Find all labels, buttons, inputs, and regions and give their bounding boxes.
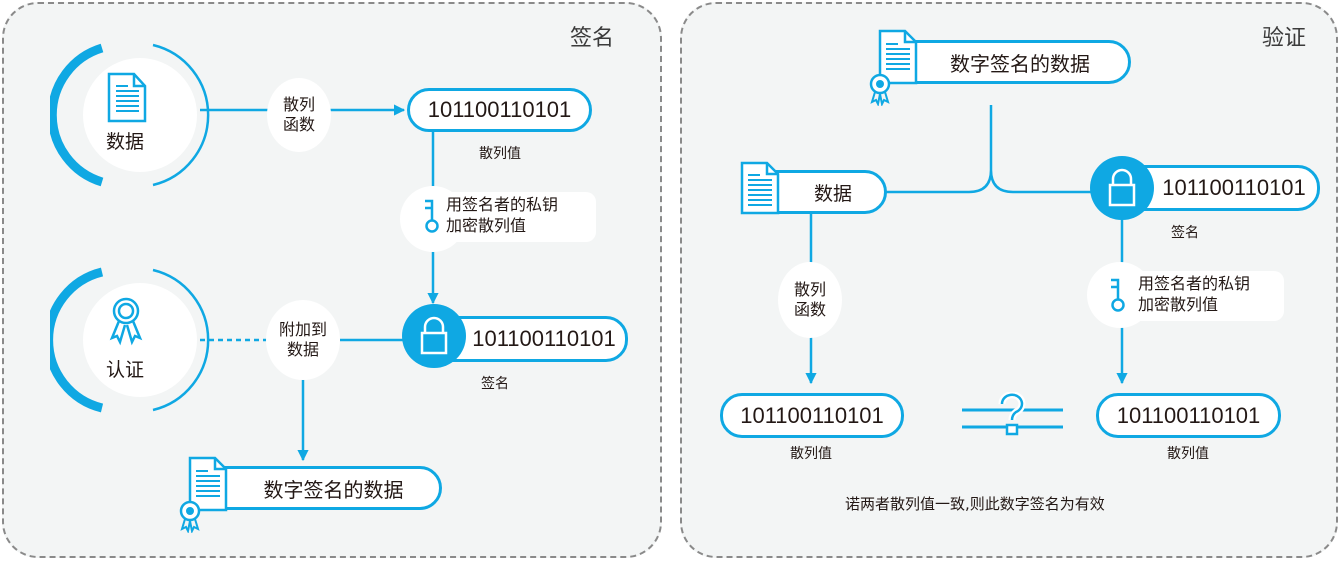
verify-hash-function-line1: 散列 [793, 280, 826, 299]
verify-hash-left-pill: 101100110101 [720, 393, 904, 438]
verify-signature-caption: 签名 [1171, 225, 1199, 241]
attach-line2: 数据 [286, 340, 319, 359]
hash-value-pill: 101100110101 [407, 88, 592, 132]
question-equals-icon [962, 392, 1063, 436]
hash-function-bubble: 散列函数 [267, 78, 331, 152]
certified-document-icon [179, 456, 228, 533]
verification-panel-title: 验证 [1262, 26, 1307, 51]
encrypt-step-line2: 加密散列值 [446, 216, 527, 235]
verify-lock-circle [1090, 156, 1154, 220]
verify-hash-left-caption: 散列值 [790, 446, 832, 462]
verify-document-icon [740, 161, 780, 215]
encrypt-step-line1: 用签名者的私钥 [446, 195, 559, 214]
key-icon [425, 199, 439, 233]
verify-decrypt-step-box: 用签名者的私钥 加密散列值 [1128, 271, 1284, 321]
hash-function-line1: 散列 [282, 95, 315, 114]
connector-split [886, 105, 1092, 194]
hash-value-caption: 散列值 [479, 146, 521, 162]
certificate-label: 认证 [105, 359, 144, 381]
award-ribbon-icon [109, 297, 143, 346]
hash-function-line2: 函数 [282, 115, 315, 134]
verify-hash-function-line2: 函数 [793, 300, 826, 319]
lock-circle [402, 304, 466, 368]
signing-panel-title: 签名 [570, 26, 615, 51]
verify-decrypt-line1: 用签名者的私钥 [1138, 274, 1251, 293]
signature-caption: 签名 [481, 376, 509, 392]
data-label: 数据 [105, 131, 144, 153]
verify-key-icon [1111, 278, 1125, 312]
attach-line1: 附加到 [278, 320, 327, 339]
verify-signed-data-pill: 数字签名的数据 [897, 40, 1131, 84]
verify-lock-icon [1108, 168, 1136, 207]
verify-hash-function-bubble: 散列函数 [778, 262, 842, 338]
verify-data-pill: 数据 [759, 170, 887, 214]
document-icon [107, 72, 147, 123]
verify-hash-right-caption: 散列值 [1167, 446, 1209, 462]
certificate-circle [50, 267, 210, 413]
attach-bubble: 附加到数据 [266, 300, 340, 380]
verify-certified-document-icon [869, 29, 918, 106]
lock-icon [420, 316, 448, 355]
verify-hash-right-pill: 101100110101 [1096, 393, 1281, 438]
verification-conclusion: 诺两者散列值一致,则此数字签名为有效 [845, 495, 1105, 513]
verify-decrypt-line2: 加密散列值 [1138, 295, 1219, 314]
encrypt-step-box: 用签名者的私钥 加密散列值 [440, 192, 596, 242]
signed-data-pill: 数字签名的数据 [210, 466, 442, 510]
